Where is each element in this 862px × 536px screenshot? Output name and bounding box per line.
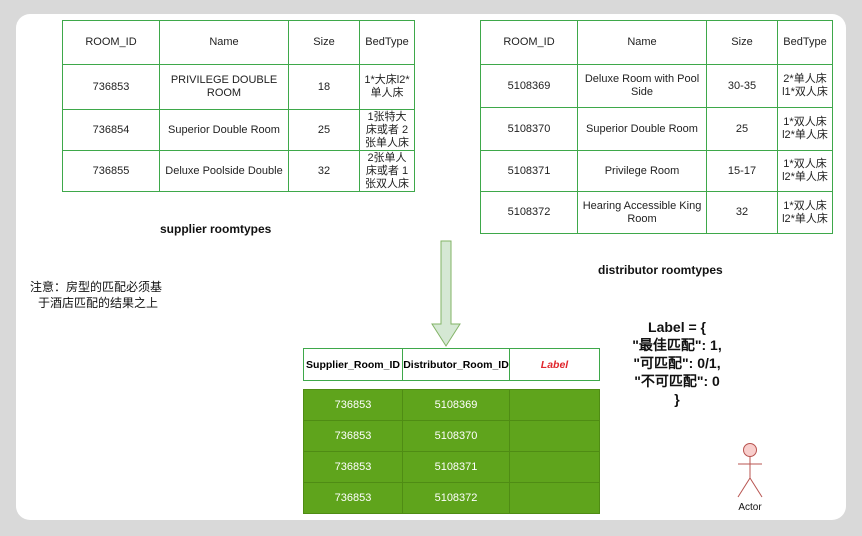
cell: 18 [288,64,360,110]
cell: 5108370 [402,420,510,452]
table-row: 5108369 Deluxe Room with Pool Side 30-35… [480,64,833,108]
cell: 5108370 [480,107,578,151]
cell: Deluxe Room with Pool Side [577,64,707,108]
cell: 5108371 [402,451,510,483]
matching-result-table: Supplier_Room_ID Distributor_Room_ID Lab… [303,348,600,514]
header-name: Name [159,20,289,65]
table-header-row: ROOM_ID Name Size BedType [480,20,833,65]
cell [509,451,600,483]
table-header-row: Supplier_Room_ID Distributor_Room_ID Lab… [303,348,600,381]
cell: 5108369 [402,389,510,421]
distributor-caption: distributor roomtypes [598,263,723,277]
actor-label: Actor [738,502,762,513]
cell: 736855 [62,150,160,192]
cell: 5108372 [480,191,578,234]
header-bedtype: BedType [359,20,415,65]
header-room-id: ROOM_ID [480,20,578,65]
table-row: 736853 5108370 [303,420,600,452]
cell [509,482,600,514]
cell: 25 [288,109,360,151]
cell: PRIVILEGE DOUBLE ROOM [159,64,289,110]
cell: 5108372 [402,482,510,514]
cell: 1*双人床l2*单人床 [777,107,833,151]
header-room-id: ROOM_ID [62,20,160,65]
cell: Superior Double Room [577,107,707,151]
cell: 1*双人床l2*单人床 [777,191,833,234]
cell: 5108371 [480,150,578,192]
down-arrow-icon [431,240,461,347]
actor-icon [737,443,763,498]
label-def-line: "最佳匹配": 1, [632,337,722,353]
table-row: 736854 Superior Double Room 25 1张特大床或者 2… [62,109,415,151]
cell: 2*单人床l1*双人床 [777,64,833,108]
supplier-roomtypes-table: ROOM_ID Name Size BedType 736853 PRIVILE… [62,20,415,192]
table-gap [304,381,600,390]
label-def-line: "可匹配": 0/1, [633,355,721,371]
note-line: 注意：房型的匹配必须基 [30,280,163,294]
note-line: 于酒店匹配的结果之上 [38,296,159,310]
table-row: 5108370 Superior Double Room 25 1*双人床l2*… [480,107,833,151]
cell: 736853 [303,482,403,514]
cell [509,420,600,452]
cell: Deluxe Poolside Double [159,150,289,192]
cell: 1张特大床或者 2张单人床 [359,109,415,151]
matching-note: 注意：房型的匹配必须基 于酒店匹配的结果之上 [30,279,162,311]
table-row: 736853 5108372 [303,482,600,514]
cell: 30-35 [706,64,778,108]
table-row: 736853 5108369 [303,389,600,421]
label-def-line: "不可匹配": 0 [634,373,720,389]
table-row: 5108371 Privilege Room 15-17 1*双人床l2*单人床 [480,150,833,192]
cell: 736853 [303,451,403,483]
cell: 2张单人床或者 1张双人床 [359,150,415,192]
cell: Privilege Room [577,150,707,192]
cell: 736853 [303,389,403,421]
cell: 32 [706,191,778,234]
supplier-caption: supplier roomtypes [160,222,272,236]
distributor-roomtypes-table: ROOM_ID Name Size BedType 5108369 Deluxe… [480,20,833,234]
table-row: 736853 PRIVILEGE DOUBLE ROOM 18 1*大床l2*单… [62,64,415,110]
table-header-row: ROOM_ID Name Size BedType [62,20,415,65]
cell: 32 [288,150,360,192]
table-row: 736855 Deluxe Poolside Double 32 2张单人床或者… [62,150,415,192]
header-name: Name [577,20,707,65]
header-supplier-room-id: Supplier_Room_ID [303,348,403,381]
header-distributor-room-id: Distributor_Room_ID [402,348,510,381]
header-size: Size [288,20,360,65]
cell: 15-17 [706,150,778,192]
cell [509,389,600,421]
label-def-line: } [674,391,680,407]
table-row: 736853 5108371 [303,451,600,483]
cell: 25 [706,107,778,151]
cell: 5108369 [480,64,578,108]
cell: Superior Double Room [159,109,289,151]
cell: 736854 [62,109,160,151]
cell: 736853 [62,64,160,110]
cell: 736853 [303,420,403,452]
label-def-line: Label = { [648,319,706,335]
table-row: 5108372 Hearing Accessible King Room 32 … [480,191,833,234]
cell: 1*大床l2*单人床 [359,64,415,110]
header-bedtype: BedType [777,20,833,65]
label-definition: Label = { "最佳匹配": 1, "可匹配": 0/1, "不可匹配":… [612,318,742,408]
cell: Hearing Accessible King Room [577,191,707,234]
header-label: Label [509,348,600,381]
header-size: Size [706,20,778,65]
cell: 1*双人床l2*单人床 [777,150,833,192]
